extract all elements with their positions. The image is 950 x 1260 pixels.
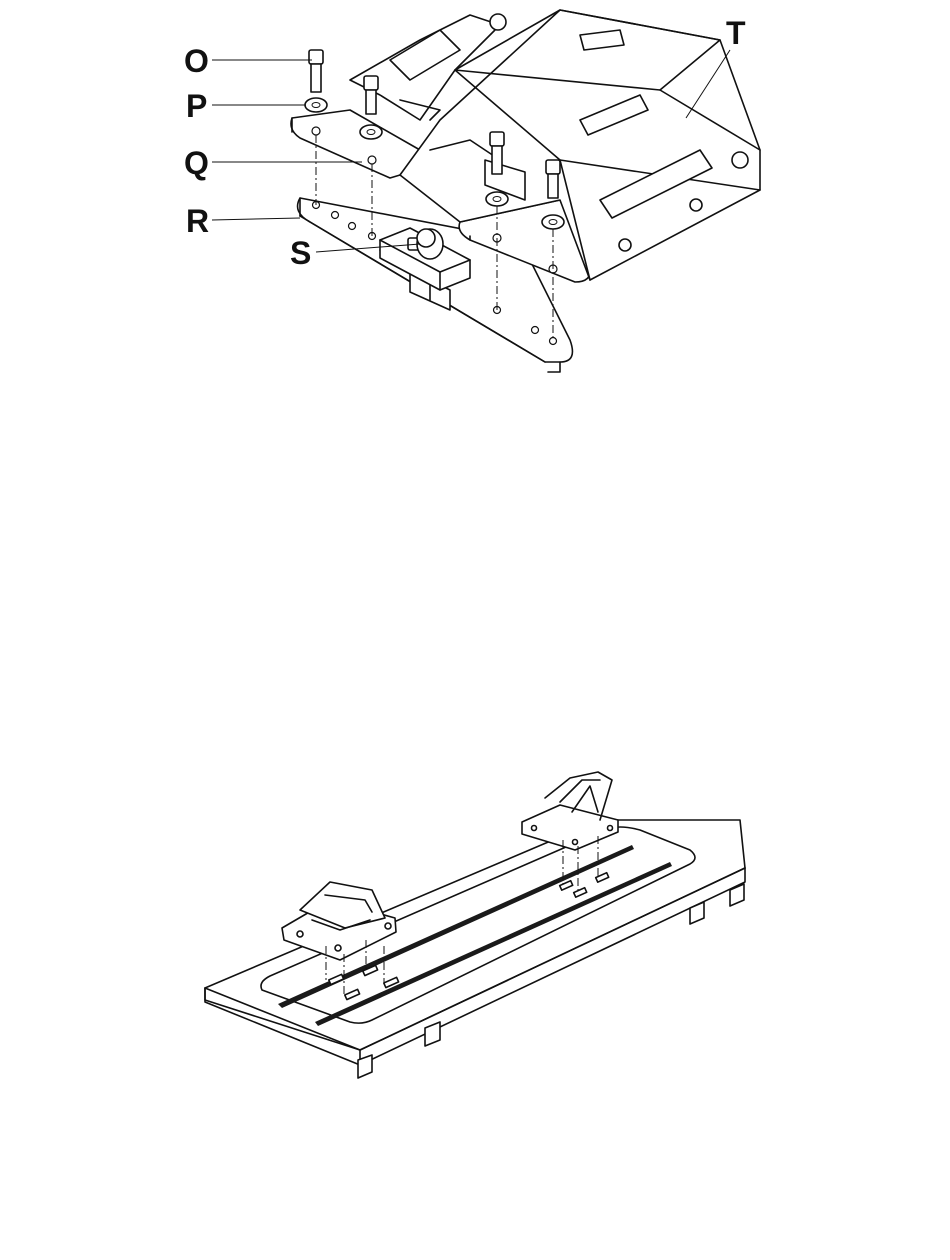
rail-board [205,820,745,1078]
callout-t: T [726,15,746,51]
assembly-drawing: O P Q R S T [0,0,950,400]
assembly-exploded-view: O P Q R S T [0,0,950,400]
rail-board-drawing [0,750,950,1150]
callout-s: S [290,235,311,271]
callout-q: Q [184,145,209,181]
callout-o: O [184,43,209,79]
rail-board-view [0,750,950,1150]
callout-p: P [186,88,207,124]
callout-r: R [186,203,209,239]
fixture-right [522,772,618,850]
